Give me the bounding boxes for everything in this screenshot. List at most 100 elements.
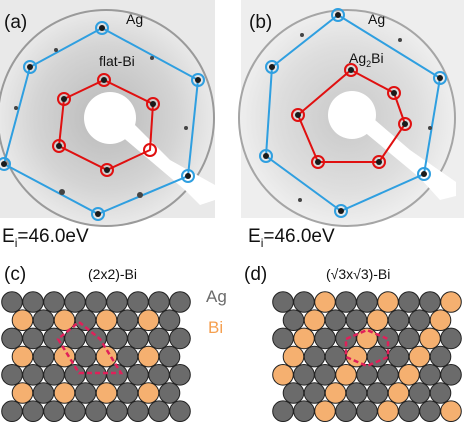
ag-spot-label-b: Ag bbox=[368, 11, 386, 27]
ag-atom bbox=[85, 400, 107, 423]
ag-atom bbox=[148, 291, 170, 313]
bi-atom bbox=[440, 400, 462, 423]
bi-atom bbox=[53, 382, 76, 404]
ag-atom bbox=[356, 400, 378, 423]
bi-atom bbox=[11, 309, 34, 332]
ag-atom bbox=[377, 364, 399, 386]
bi-atom bbox=[324, 382, 347, 404]
ag-atom bbox=[158, 309, 181, 332]
ag-atom bbox=[116, 309, 139, 332]
ag-atom bbox=[324, 309, 347, 332]
panel-label-a: (a) bbox=[4, 12, 28, 33]
ag-atom bbox=[127, 327, 149, 350]
ag-atom bbox=[324, 345, 347, 368]
inner-spots-a bbox=[52, 73, 160, 177]
panel-label-c: (c) bbox=[4, 264, 27, 285]
ag-atom bbox=[106, 291, 128, 313]
ag-atom bbox=[387, 345, 410, 368]
ag-atom bbox=[43, 400, 65, 423]
ag-atom bbox=[293, 291, 315, 313]
bi-atom bbox=[440, 291, 462, 313]
ag-atom bbox=[148, 400, 170, 423]
ag-atom bbox=[22, 327, 44, 350]
ag-atom bbox=[282, 309, 305, 332]
ag-atom bbox=[282, 382, 305, 404]
ag-atom bbox=[272, 291, 294, 313]
structure-title-d: (√3x√3)-Bi bbox=[326, 266, 391, 282]
ag-atom bbox=[398, 400, 420, 423]
bi-atom bbox=[137, 309, 160, 332]
ag-atom bbox=[22, 400, 44, 423]
ag-atom bbox=[293, 364, 315, 386]
ag-atom bbox=[419, 400, 441, 423]
bi-atom bbox=[95, 382, 118, 404]
ag-atom bbox=[43, 291, 65, 313]
energy-label-b: Ei=46.0eV bbox=[248, 226, 335, 250]
bi-atom bbox=[366, 309, 389, 332]
outer-spots-a bbox=[0, 21, 205, 221]
ag-atom bbox=[440, 327, 462, 350]
ag-atom bbox=[335, 400, 357, 423]
bi-atom bbox=[272, 364, 294, 386]
bi-atom bbox=[137, 345, 160, 368]
ag-atom bbox=[419, 291, 441, 313]
ag-atom bbox=[158, 382, 181, 404]
bi-atom bbox=[282, 345, 305, 368]
inner-spots-b bbox=[291, 63, 412, 169]
ag-atom bbox=[356, 364, 378, 386]
bi-atom bbox=[429, 309, 452, 332]
ag-atom bbox=[429, 382, 452, 404]
ag-atom bbox=[1, 400, 23, 423]
ag-atom bbox=[387, 309, 410, 332]
ag-atom bbox=[169, 400, 191, 423]
ag-atom bbox=[85, 291, 107, 313]
bi-atom bbox=[387, 382, 410, 404]
bi-atom bbox=[11, 382, 34, 404]
ag-atom bbox=[32, 345, 55, 368]
ag-atom bbox=[85, 364, 107, 386]
ag-atom bbox=[1, 291, 23, 313]
bi-atom bbox=[314, 400, 336, 423]
ag-atom bbox=[106, 327, 128, 350]
ag-atom bbox=[43, 327, 65, 350]
ag-atom bbox=[74, 345, 97, 368]
ag-atom bbox=[43, 364, 65, 386]
bi-atom bbox=[335, 364, 357, 386]
ag-atom bbox=[440, 364, 462, 386]
ag-atom bbox=[303, 382, 326, 404]
ag-atom bbox=[74, 382, 97, 404]
ag2bi-label: Ag2Bi bbox=[349, 50, 384, 69]
energy-label-a: Ei=46.0eV bbox=[2, 226, 89, 250]
flat-bi-label: flat-Bi bbox=[99, 53, 135, 69]
bi-atom bbox=[53, 309, 76, 332]
ag-atom bbox=[169, 364, 191, 386]
ag-atom bbox=[148, 364, 170, 386]
ag-atom bbox=[32, 309, 55, 332]
bi-atom bbox=[137, 382, 160, 404]
ag-atom bbox=[345, 382, 368, 404]
ag-atom bbox=[116, 345, 139, 368]
bi-atom bbox=[377, 400, 399, 423]
ag-atom bbox=[148, 327, 170, 350]
ag-atom bbox=[116, 382, 139, 404]
ag-atom bbox=[272, 327, 294, 350]
ag-atom bbox=[1, 364, 23, 386]
ag-atom bbox=[366, 382, 389, 404]
ag-atom bbox=[32, 382, 55, 404]
ag-atom bbox=[22, 291, 44, 313]
ag-atom bbox=[398, 291, 420, 313]
ag-atom bbox=[303, 345, 326, 368]
ag-atom bbox=[356, 291, 378, 313]
bi-atom bbox=[356, 327, 378, 350]
ag-atom bbox=[314, 364, 336, 386]
atom-model-2x2 bbox=[1, 291, 191, 423]
panel-label-b: (b) bbox=[249, 12, 273, 33]
ag-atom bbox=[398, 327, 420, 350]
legend-ag: Ag bbox=[206, 287, 227, 306]
ag-atom bbox=[408, 309, 431, 332]
bi-atom bbox=[398, 364, 420, 386]
structure-title-c: (2x2)-Bi bbox=[88, 266, 138, 282]
ag-atom bbox=[158, 345, 181, 368]
ag-atom bbox=[106, 400, 128, 423]
